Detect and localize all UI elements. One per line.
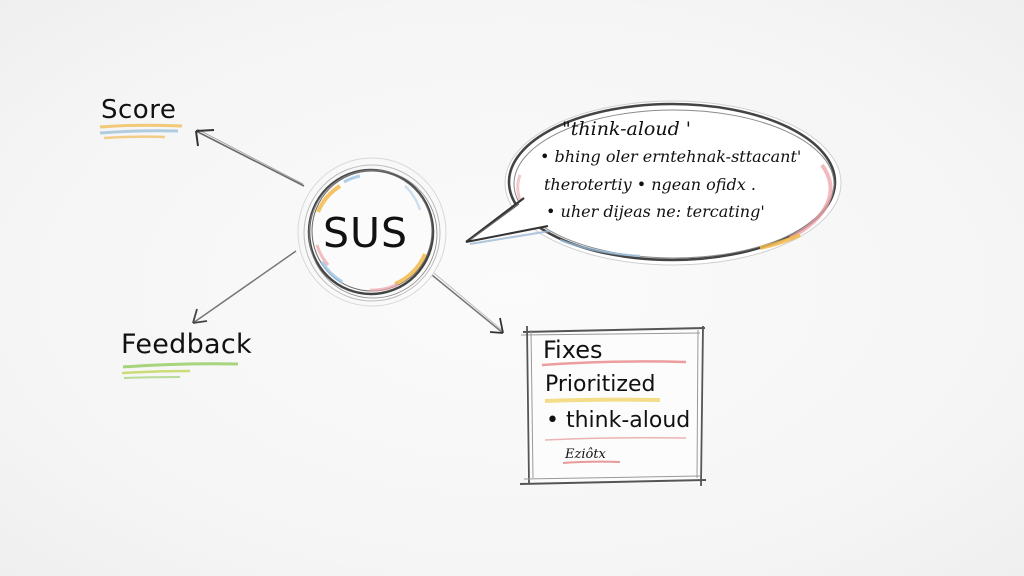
arrow-to-feedback (192, 250, 297, 324)
arrow-to-score (195, 128, 305, 187)
sus-label: SUS (323, 209, 409, 257)
feedback-underline (121, 362, 239, 379)
bubble-line: • bhing oler erntehnak-sttacant' (540, 147, 802, 166)
fixes-scribble: Eziôtx (565, 447, 606, 462)
bubble-line: therotertiy • ngean ofidx . (544, 175, 756, 194)
arrow-to-fixes (431, 272, 504, 334)
speech-bubble (465, 100, 842, 266)
bubble-line: • uher dijeas ne: tercating' (546, 202, 765, 221)
bubble-line-title: "think-aloud ' (562, 118, 692, 140)
fixes-box (519, 325, 707, 487)
fixes-title: Fixes (543, 336, 603, 364)
fixes-bullet: • think-aloud (546, 408, 691, 433)
score-label: Score (101, 95, 177, 125)
feedback-label: Feedback (121, 329, 252, 360)
score-underline (99, 123, 183, 140)
fixes-subtitle: Prioritized (545, 372, 656, 397)
sus-circle (297, 157, 447, 307)
